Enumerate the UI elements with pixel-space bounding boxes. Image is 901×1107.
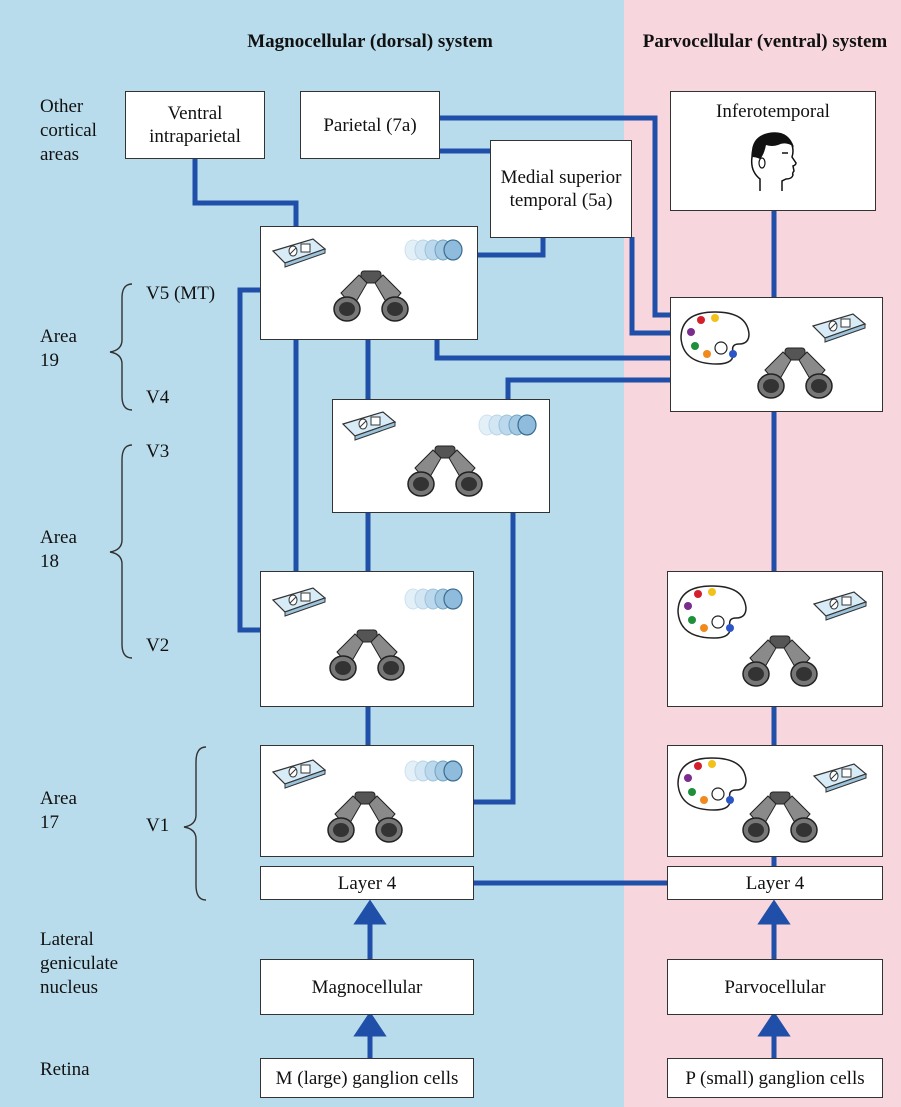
mst-box: Medial superior temporal (5a) (490, 140, 632, 238)
arrow-lgn-layer4-p (757, 899, 791, 925)
label-v4: V4 (146, 387, 170, 408)
path-v5-v2-loop (237, 287, 260, 633)
face-profile-icon (750, 132, 797, 191)
label-area19: Area 19 (40, 326, 77, 371)
motion-streak-icon (404, 760, 463, 782)
brace-area19 (109, 283, 133, 411)
label-lgn: Lateral geniculate nucleus (40, 929, 119, 998)
label-retina: Retina (40, 1059, 90, 1080)
label-area17: Area 17 (40, 788, 77, 833)
shape-card-icon (812, 591, 868, 621)
shape-card-icon (812, 763, 868, 793)
brace-area18 (109, 444, 133, 659)
motion-streak-icon (404, 239, 463, 261)
v1-parvo-panel (667, 745, 883, 857)
color-palette-icon (680, 311, 750, 365)
label-area18: Area 18 (40, 527, 77, 572)
color-palette-icon (677, 757, 747, 811)
parietal-box: Parietal (7a) (300, 91, 440, 159)
path-mst-v5 (478, 237, 546, 258)
parvocellular-box: Parvocellular (667, 959, 883, 1015)
label-v1: V1 (146, 815, 170, 836)
binoculars-icon (333, 270, 409, 322)
arrow-retina-lgn-p (757, 1011, 791, 1037)
label-v5: V5 (MT) (146, 283, 216, 304)
v2-parvo-panel (667, 571, 883, 707)
motion-streak-icon (478, 414, 537, 436)
ventral-intraparietal-box: Ventral intraparietal (125, 91, 265, 159)
magnocellular-box: Magnocellular (260, 959, 474, 1015)
m-ganglion-box: M (large) ganglion cells (260, 1058, 474, 1098)
layer4-parvo-box: Layer 4 (667, 866, 883, 900)
path-vip-v5 (192, 158, 299, 226)
arrow-retina-lgn-m (353, 1011, 387, 1037)
binoculars-icon (329, 629, 405, 681)
layer4-magno-box: Layer 4 (260, 866, 474, 900)
label-v3: V3 (146, 441, 170, 462)
p-ganglion-box: P (small) ganglion cells (667, 1058, 883, 1098)
shape-card-icon (271, 587, 327, 617)
binoculars-icon (407, 445, 483, 497)
arrow-lgn-layer4-m (353, 899, 387, 925)
label-other-cortical: Other cortical areas (40, 96, 97, 165)
binoculars-icon (327, 791, 403, 843)
shape-card-icon (811, 313, 867, 343)
motion-streak-icon (404, 588, 463, 610)
dorsal-heading: Magnocellular (dorsal) system (247, 31, 493, 52)
path-mst-v4 (629, 237, 670, 336)
shape-card-icon (271, 238, 327, 268)
path-v5-v4 (434, 340, 670, 361)
path-v3-v1 (474, 513, 516, 805)
brace-area17 (183, 746, 207, 901)
v3-panel (332, 399, 550, 513)
shape-card-icon (341, 411, 397, 441)
ventral-heading: Parvocellular (ventral) system (642, 31, 888, 52)
v5-mt-panel (260, 226, 478, 340)
v4-panel (670, 297, 883, 412)
color-palette-icon (677, 585, 747, 639)
binoculars-icon (757, 347, 833, 399)
path-parietal-right (440, 115, 670, 318)
v1-magno-panel (260, 745, 474, 857)
inferotemporal-label: Inferotemporal (716, 101, 830, 122)
label-v2: V2 (146, 635, 170, 656)
inferotemporal-box: Inferotemporal (670, 91, 876, 211)
path-v3-v4 (505, 377, 670, 399)
shape-card-icon (271, 759, 327, 789)
binoculars-icon (742, 791, 818, 843)
v2-magno-panel (260, 571, 474, 707)
binoculars-icon (742, 635, 818, 687)
